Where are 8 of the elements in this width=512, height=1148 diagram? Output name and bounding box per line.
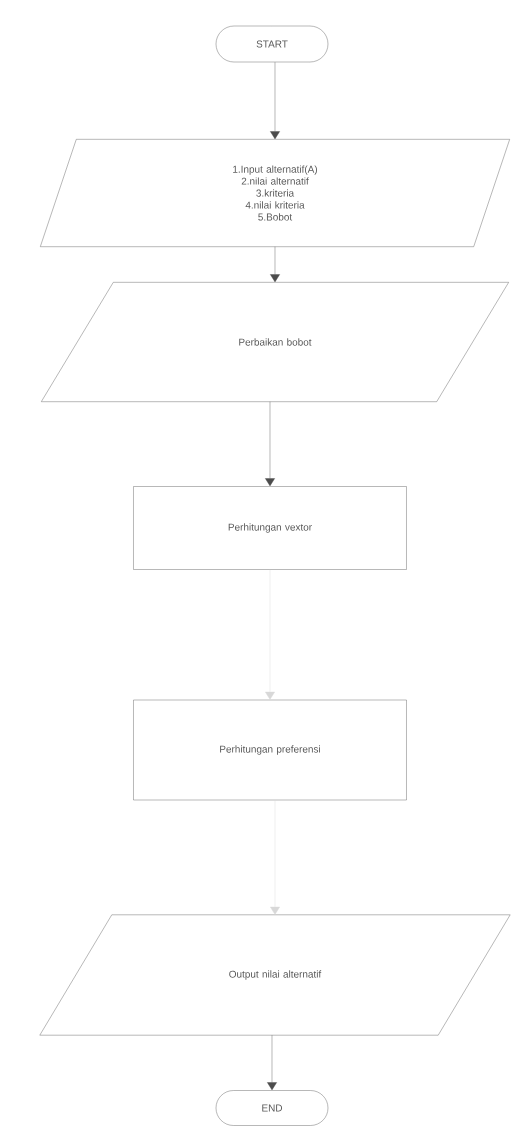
arrow [270,246,280,283]
arrow [265,401,275,487]
arrow [270,62,280,140]
arrow [267,1035,277,1091]
process-box: Perhitungan vextor [133,486,407,570]
arrow [270,800,280,915]
arrow [265,569,275,700]
process-box: Perhitungan preferensi [133,699,407,801]
